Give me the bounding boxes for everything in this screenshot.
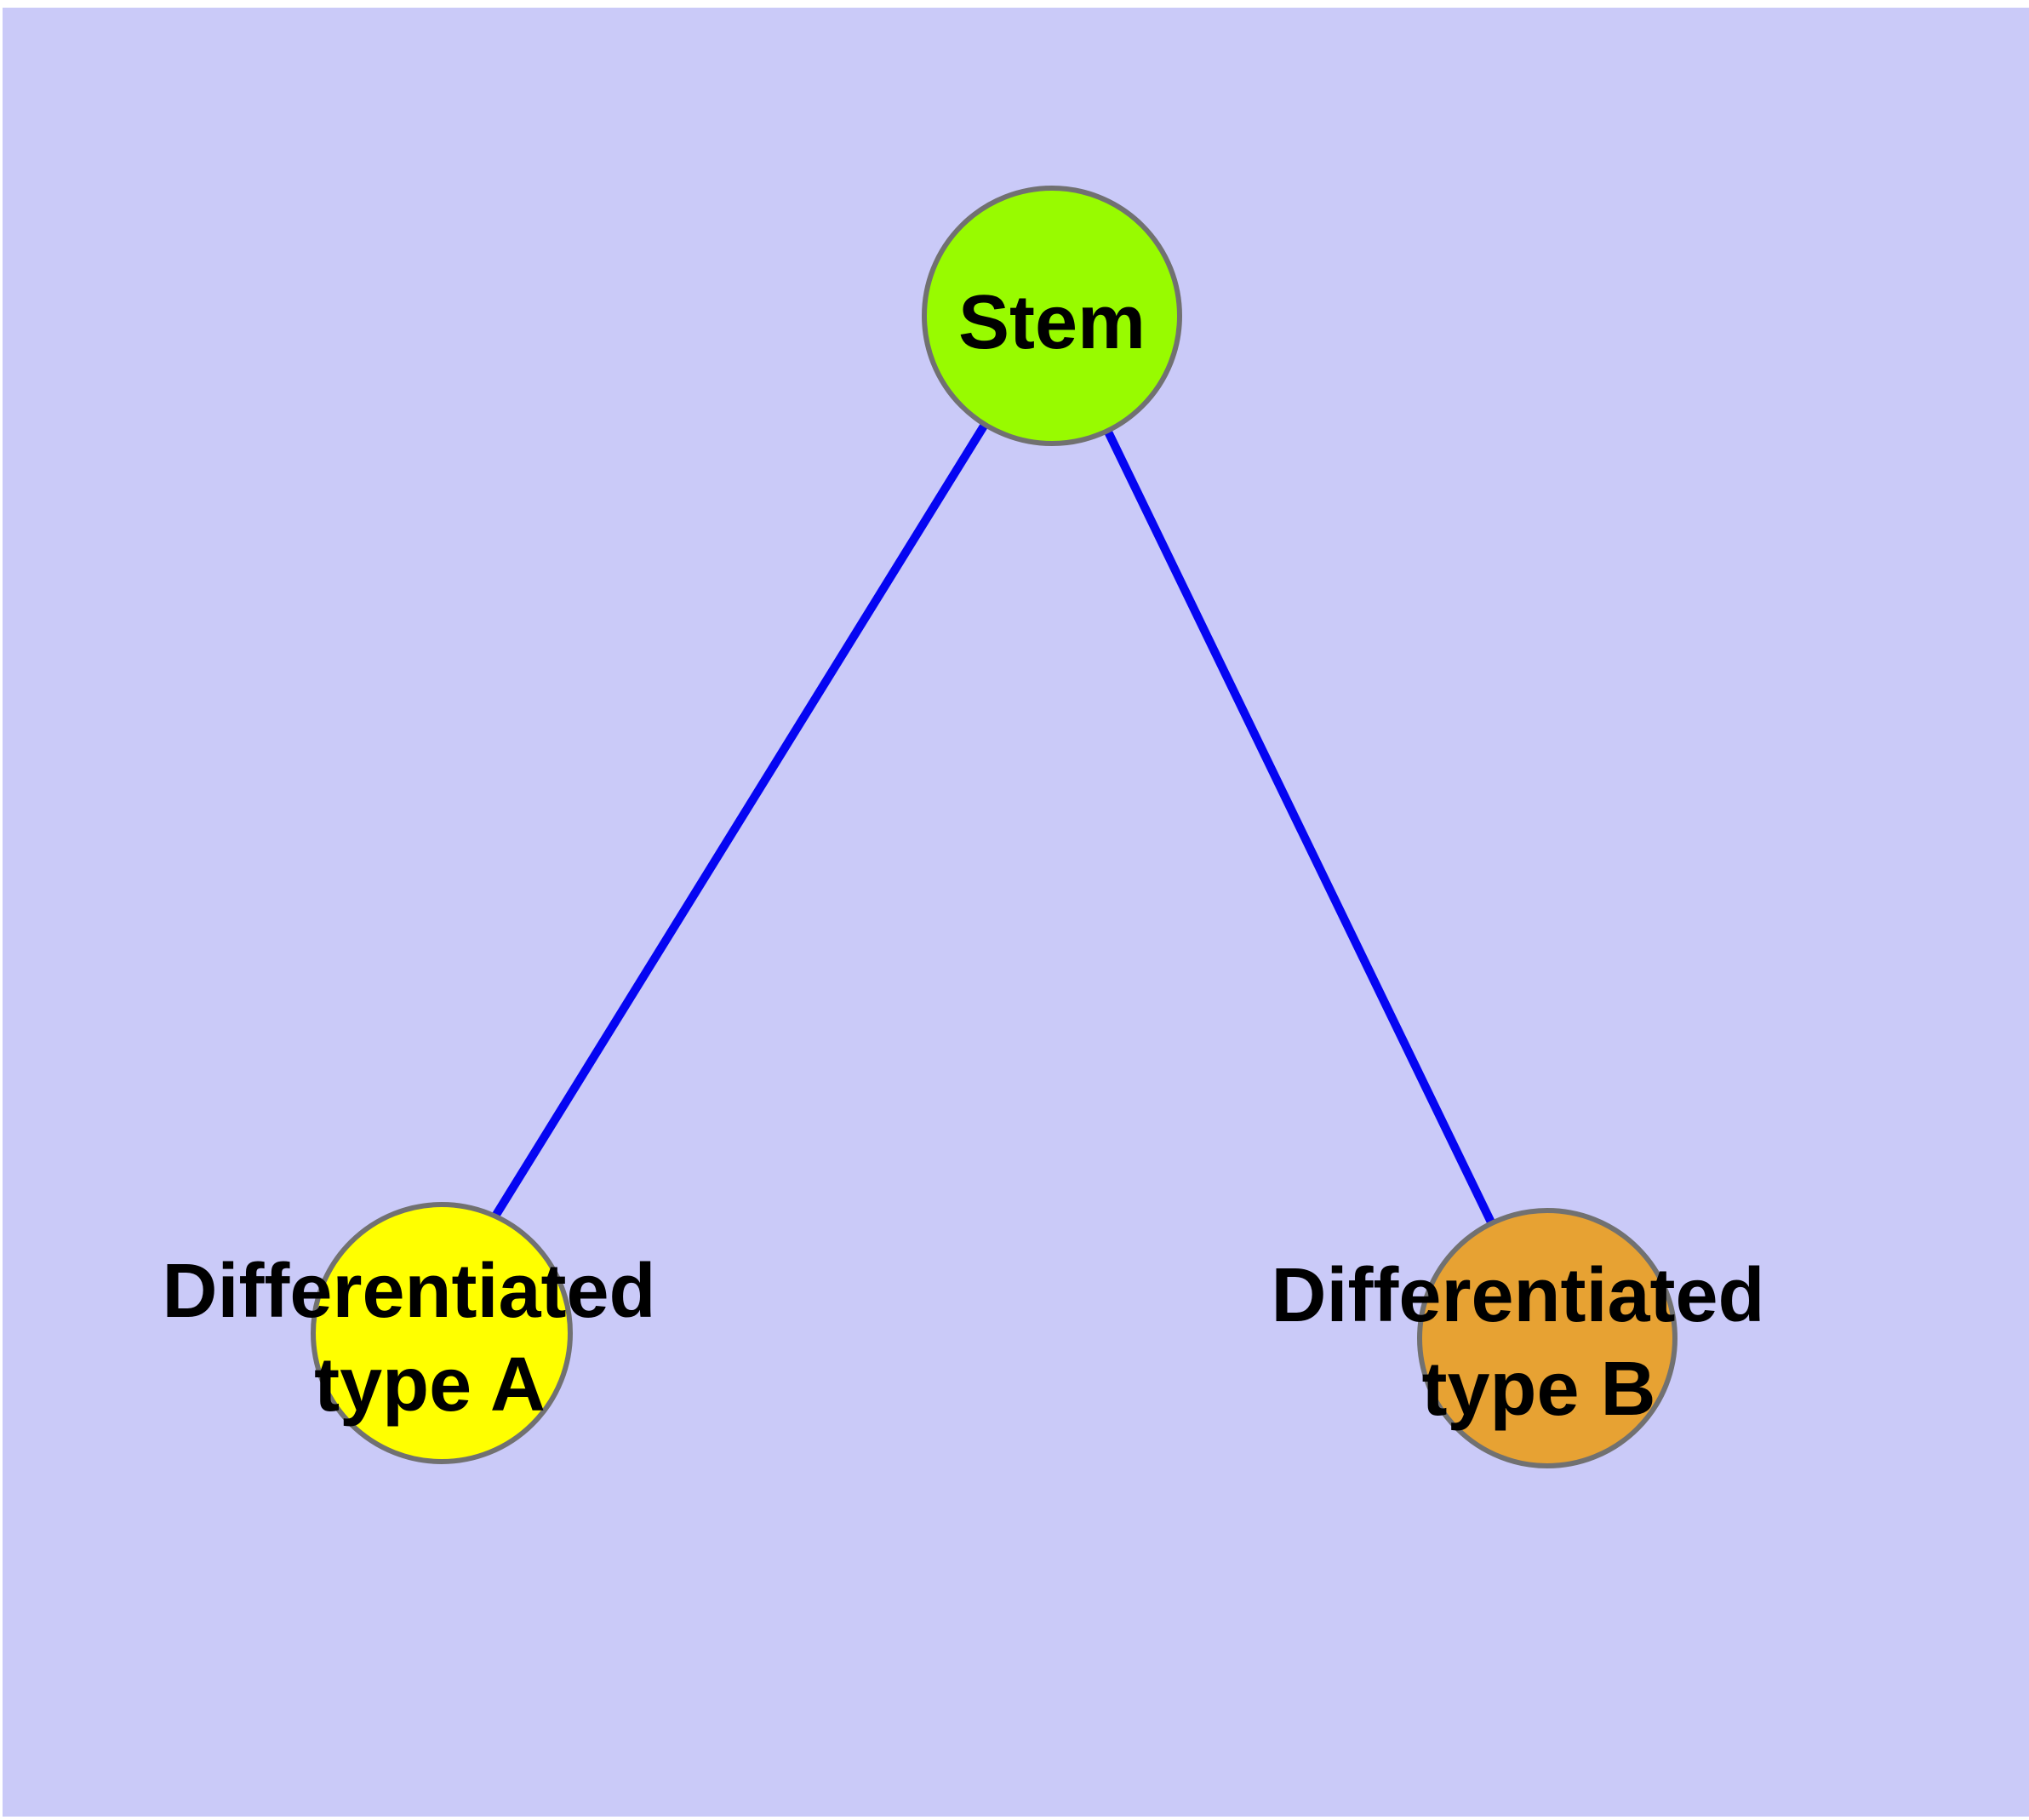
type-b-label-line2: type B [1421, 1347, 1655, 1432]
edges [419, 313, 1552, 1341]
node-labels: Stem Differentiated type A Differentiate… [162, 280, 1786, 1432]
nodes [311, 186, 1677, 1468]
type-a-label-line1: Differentiated [162, 1249, 655, 1334]
type-a-node-label: Differentiated type A [162, 1249, 677, 1428]
edge-stem-to-type-b [1048, 313, 1552, 1341]
type-a-node [311, 1202, 573, 1464]
type-a-label-line2: type A [314, 1342, 546, 1428]
type-b-label-line1: Differentiated [1271, 1253, 1764, 1338]
type-b-node [1417, 1208, 1677, 1468]
stem-node [922, 186, 1182, 446]
stem-node-label: Stem [958, 280, 1146, 365]
type-b-node-label: Differentiated type B [1271, 1253, 1786, 1432]
edge-stem-to-type-a [419, 313, 1056, 1336]
